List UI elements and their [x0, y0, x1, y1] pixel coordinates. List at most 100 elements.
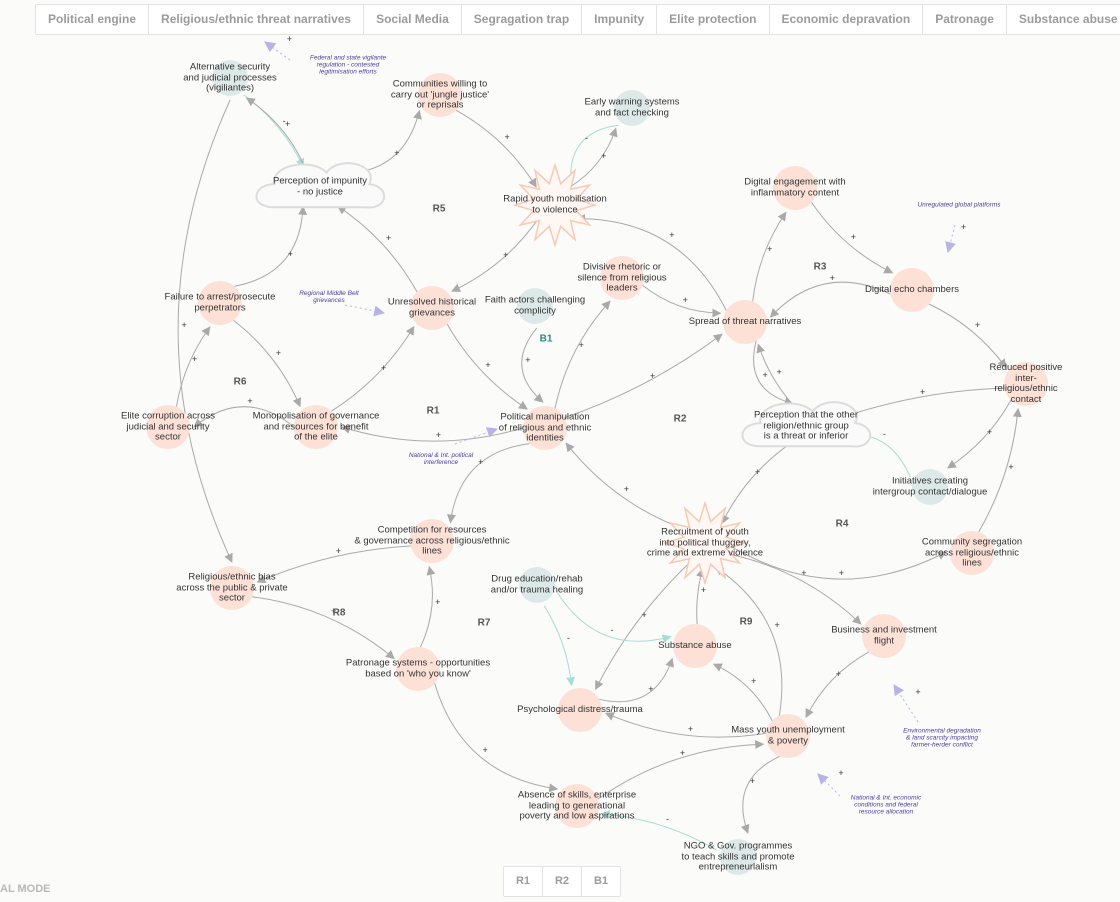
node-bias-factor[interactable]: [210, 566, 254, 610]
node-compet-factor[interactable]: [410, 519, 454, 563]
node-mono-factor[interactable]: [294, 405, 338, 449]
node-recruit-event[interactable]: [662, 500, 748, 586]
tab-segragation-trap[interactable]: Segragation trap: [462, 5, 583, 34]
link-dige-to-echo: [811, 202, 894, 274]
node-elite-factor[interactable]: [146, 405, 190, 449]
node-psych-factor[interactable]: [558, 688, 602, 732]
node-imp-perception[interactable]: [255, 162, 386, 209]
node-label-ngo: NGO & Gov. programmes to teach skills an…: [681, 840, 795, 873]
link-sign: +: [920, 386, 926, 397]
link-sign: +: [641, 609, 647, 620]
node-faith-intervention[interactable]: [517, 288, 553, 324]
link-spread-to-percep: [753, 340, 794, 406]
link-sign: +: [679, 748, 686, 759]
link-imp-to-alt: [245, 97, 307, 171]
link-sign: +: [380, 362, 387, 373]
node-label-spread: Spread of threat narratives: [688, 315, 802, 327]
node-absence-factor[interactable]: [555, 784, 599, 828]
link-rapid-to-early: [568, 127, 618, 189]
link-sign: -: [282, 116, 286, 127]
link-sign: -: [666, 814, 670, 825]
node-commseg-factor[interactable]: [950, 531, 994, 575]
node-dige-factor[interactable]: [773, 166, 817, 210]
link-sign: +: [751, 676, 757, 687]
link-unres-to-imp: [336, 205, 418, 293]
node-label-psych: Psychological distress/trauma: [517, 703, 643, 715]
node-alt-intervention[interactable]: [212, 60, 248, 96]
link-sign: +: [835, 668, 841, 679]
link-sign: +: [285, 118, 291, 129]
node-label-bias: Religious/ethnic bias across the public …: [176, 571, 288, 604]
link-fail-to-mono: [233, 320, 302, 408]
node-fail-factor[interactable]: [198, 281, 242, 325]
loop-label-r4: R4: [835, 518, 849, 530]
external-factor-env: Environmental degradation & land scarcit…: [903, 727, 981, 749]
loop-button-b1[interactable]: B1: [593, 875, 609, 887]
tab-impunity[interactable]: Impunity: [582, 5, 658, 34]
link-sign: +: [1008, 461, 1014, 472]
node-label-rapid: Rapid youth mobilisation to violence: [503, 193, 607, 215]
node-label-elite: Elite corruption across judicial and sec…: [121, 410, 215, 443]
link-recruit-to-commseg: [726, 543, 947, 580]
node-label-init: Initiatives creating intergroup contact/…: [872, 475, 988, 497]
link-sign: +: [774, 620, 780, 631]
node-patron-factor[interactable]: [396, 647, 440, 691]
node-label-polman: Political manipulation of religious and …: [498, 411, 592, 444]
node-init-intervention[interactable]: [912, 469, 948, 505]
link-sign: +: [838, 567, 844, 578]
node-business-factor[interactable]: [862, 614, 906, 658]
loop-label-r3: R3: [813, 261, 827, 273]
tab-political-engine[interactable]: Political engine: [36, 5, 150, 34]
node-percep-perception[interactable]: [741, 401, 872, 448]
link-env-to-business: [893, 684, 919, 723]
link-sign: +: [829, 272, 835, 283]
link-mono-to-unres: [331, 325, 415, 412]
link-ngo-to-absence: [600, 810, 718, 851]
link-sign: +: [485, 360, 491, 371]
link-echo-to-spread: [769, 281, 891, 318]
link-sign: +: [960, 221, 967, 232]
node-rapid-event[interactable]: [512, 162, 598, 248]
node-early-intervention[interactable]: [614, 90, 650, 126]
link-commseg-to-reduced: [978, 407, 1022, 533]
node-mass-factor[interactable]: [766, 714, 810, 758]
node-comm-factor[interactable]: [418, 73, 462, 117]
loop-label-r7: R7: [477, 617, 491, 629]
node-label-divis: Divisive rhetoric or silence from religi…: [577, 261, 667, 294]
link-sign: -: [610, 624, 614, 635]
node-echo-factor[interactable]: [890, 268, 934, 312]
external-factor-fed: Federal and state vigilante regulation -…: [309, 54, 387, 76]
link-comm-to-rapid: [455, 109, 537, 188]
node-spread-factor[interactable]: [723, 300, 767, 344]
link-sign: -: [882, 428, 886, 439]
node-drug-intervention[interactable]: [519, 567, 555, 603]
node-label-imp: Perception of impunity - no justice: [273, 175, 367, 197]
tab-religious-ethnic-threat-narratives[interactable]: Religious/ethnic threat narratives: [149, 5, 365, 34]
node-unres-factor[interactable]: [410, 286, 454, 330]
link-sign: +: [749, 776, 756, 787]
link-percep-to-spread: [756, 343, 796, 408]
link-subst-to-recruit: [696, 568, 705, 625]
node-subst-factor[interactable]: [673, 624, 717, 668]
node-divis-factor[interactable]: [600, 256, 644, 300]
link-sign: +: [687, 724, 694, 735]
node-label-mass: Mass youth unemployment & poverty: [731, 724, 845, 746]
node-ngo-intervention[interactable]: [720, 839, 756, 875]
link-sign: +: [482, 744, 488, 755]
tab-elite-protection[interactable]: Elite protection: [657, 5, 770, 34]
link-divis-to-spread: [642, 285, 722, 318]
tab-patronage[interactable]: Patronage: [923, 5, 1007, 34]
link-sign: +: [776, 366, 782, 377]
link-recruit-to-business: [724, 552, 862, 625]
link-sign: +: [435, 596, 441, 607]
node-polman-factor[interactable]: [523, 406, 567, 450]
tab-social-media[interactable]: Social Media: [364, 5, 462, 34]
tab-economic-depravation[interactable]: Economic depravation: [770, 5, 924, 34]
node-reduced-factor[interactable]: [1004, 362, 1048, 406]
link-patron-to-absence: [434, 683, 559, 793]
tab-substance-abuse[interactable]: Substance abuse: [1018, 12, 1118, 26]
loop-button-r2[interactable]: R2: [543, 867, 582, 896]
link-alt-to-bias: [177, 99, 233, 563]
loop-button-r1[interactable]: R1: [504, 867, 543, 896]
